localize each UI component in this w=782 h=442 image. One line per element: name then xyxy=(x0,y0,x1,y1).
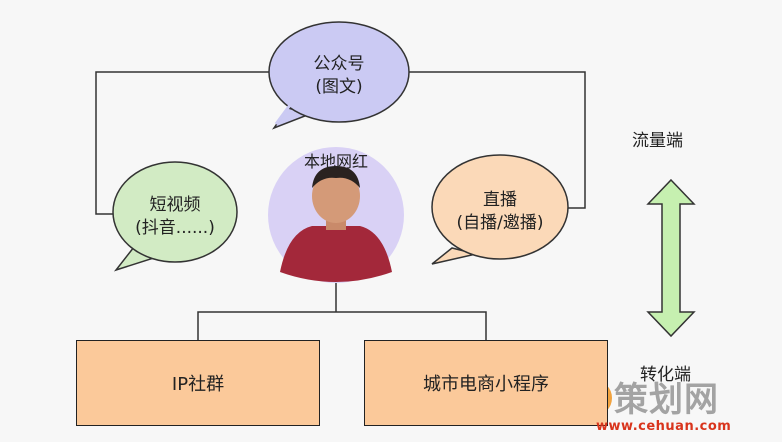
connector-wechat-live xyxy=(408,71,586,209)
short-video-label-line1: 短视频 xyxy=(149,195,201,215)
short-video-bubble xyxy=(112,161,238,272)
watermark-word: 策划网 xyxy=(614,380,719,420)
traffic-conversion-arrow xyxy=(646,178,696,338)
conversion-label: 转化端 xyxy=(640,365,691,385)
connector-wechat-shortvideo xyxy=(95,71,270,215)
wechat-label-line2: (图文) xyxy=(315,76,363,97)
live-label: 直播 (自播/邀播) xyxy=(438,189,562,235)
wechat-label-line1: 公众号 xyxy=(313,54,365,74)
live-label-line1: 直播 xyxy=(483,190,517,210)
live-bubble xyxy=(431,154,569,265)
short-video-label-line2: (抖音......) xyxy=(135,217,215,238)
mini-program-box: 城市电商小程序 xyxy=(364,340,608,426)
wechat-bubble xyxy=(268,21,410,130)
traffic-label: 流量端 xyxy=(632,131,683,151)
short-video-label: 短视频 (抖音......) xyxy=(118,194,232,240)
ip-community-box: IP社群 xyxy=(76,340,320,426)
influencer-portrait xyxy=(268,147,404,283)
wechat-label: 公众号 (图文) xyxy=(289,53,389,99)
influencer-label: 本地网红 xyxy=(303,152,368,171)
live-label-line2: (自播/邀播) xyxy=(456,212,544,233)
watermark-url: www.cehuan.com xyxy=(596,419,732,434)
